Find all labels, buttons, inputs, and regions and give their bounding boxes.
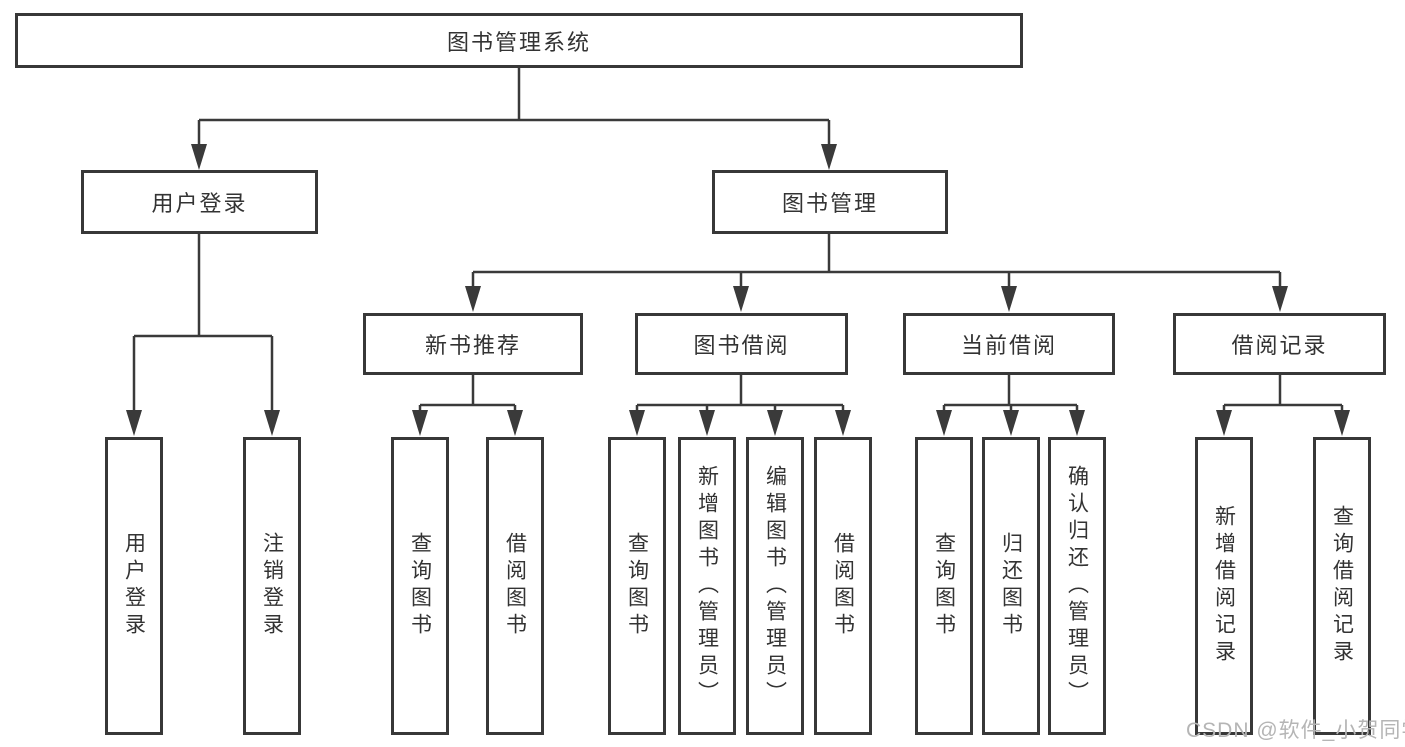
node-library-management-system: 图书管理系统 <box>15 13 1023 68</box>
leaf-add-books-admin: 新增图书（管理员） <box>678 437 736 735</box>
node-current-borrowing: 当前借阅 <box>903 313 1115 375</box>
node-book-borrowing: 图书借阅 <box>635 313 848 375</box>
connector-borrow-records-branch <box>1222 375 1344 412</box>
arrowheads-leaves <box>412 410 1350 436</box>
connector-book-management-branch <box>471 234 1282 288</box>
arrowheads-level2 <box>191 144 837 170</box>
connector-user-login-branch <box>132 234 274 412</box>
leaf-return-books: 归还图书 <box>982 437 1040 735</box>
leaf-add-borrow-record: 新增借阅记录 <box>1195 437 1253 735</box>
connector-new-book-branch <box>418 375 517 412</box>
connector-book-borrow-branch <box>635 375 845 412</box>
watermark: CSDN @软件_小贺同学 <box>1186 719 1405 742</box>
leaf-user-login: 用户登录 <box>105 437 163 735</box>
connector-root-branch <box>197 68 831 146</box>
leaf-borrow-books-recommend: 借阅图书 <box>486 437 544 735</box>
leaf-borrow-books: 借阅图书 <box>814 437 872 735</box>
node-book-management: 图书管理 <box>712 170 948 234</box>
leaf-query-borrow-record: 查询借阅记录 <box>1313 437 1371 735</box>
leaf-query-books-borrow: 查询图书 <box>608 437 666 735</box>
arrowheads-user-login-leaves <box>126 410 280 436</box>
leaf-confirm-return-admin: 确认归还（管理员） <box>1048 437 1106 735</box>
leaf-query-books-current: 查询图书 <box>915 437 973 735</box>
node-borrowing-records: 借阅记录 <box>1173 313 1386 375</box>
node-user-login: 用户登录 <box>81 170 318 234</box>
leaf-logout-login: 注销登录 <box>243 437 301 735</box>
leaf-query-books-recommend: 查询图书 <box>391 437 449 735</box>
connector-current-borrow-branch <box>942 375 1079 412</box>
leaf-edit-books-admin: 编辑图书（管理员） <box>746 437 804 735</box>
node-new-book-recommendation: 新书推荐 <box>363 313 583 375</box>
arrowheads-level3 <box>465 286 1288 312</box>
